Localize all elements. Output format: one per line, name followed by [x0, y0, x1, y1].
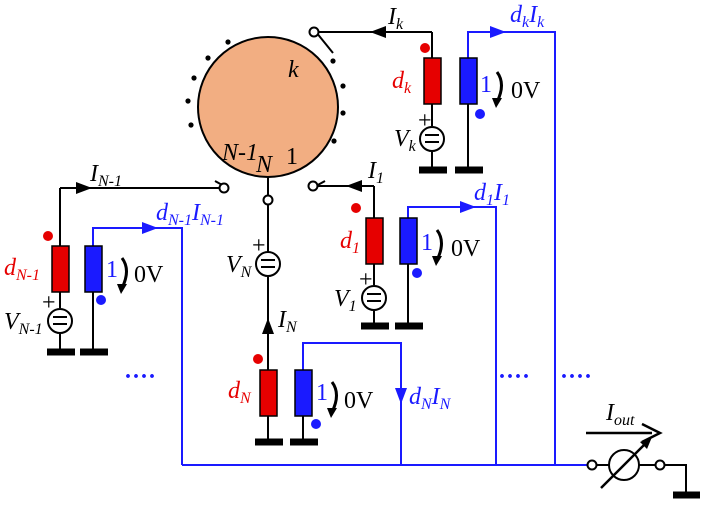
terminal-out-right: [654, 459, 666, 471]
resistor-dN1: [51, 245, 70, 293]
branch-1: [315, 180, 423, 330]
wire-blue-N1: [92, 227, 183, 465]
ellipsis-left: ····: [124, 364, 156, 390]
plus-N1: +: [42, 290, 56, 316]
ground-wire: [664, 464, 687, 495]
source-VN1: [47, 308, 73, 334]
flow-label-dN1IN1: dN-1IN-1: [156, 200, 224, 229]
zero-volt-k: 0V: [511, 78, 541, 104]
volt-arrow-k: [495, 71, 503, 103]
dot-blue-N: [311, 419, 321, 429]
zero-volt-1: 0V: [451, 236, 481, 262]
source-label-VN: VN: [226, 252, 253, 281]
terminal-out-left: [586, 459, 598, 471]
source-label-Vk: Vk: [394, 126, 417, 155]
source-label-V1: V1: [334, 286, 357, 315]
resistor-value-1: 1: [421, 230, 433, 256]
wire-blue-1: [407, 206, 497, 465]
resistor-d1: [365, 217, 384, 265]
resistor-blue-N: [294, 369, 313, 417]
dot-blue-N1: [96, 295, 106, 305]
source-VN: [255, 251, 281, 277]
ellipsis-right-2: ····: [560, 364, 592, 390]
port-label-N1: N-1: [221, 140, 258, 166]
current-label-Iout: Iout: [605, 400, 635, 429]
ammeter-arrow: [600, 441, 648, 489]
terminal-1: [307, 180, 319, 192]
dot-red-k: [420, 43, 430, 53]
dot-blue-1: [412, 268, 422, 278]
zero-volt-N: 0V: [344, 388, 374, 414]
volt-arrow-1: [435, 229, 443, 261]
current-label-I1: I1: [367, 158, 384, 187]
gain-label-dN1: dN-1: [4, 255, 40, 284]
dot-red-N: [253, 354, 263, 364]
zero-volt-N1: 0V: [134, 262, 164, 288]
flow-label-d1I1: d1I1: [474, 180, 510, 209]
current-label-IN1: IN-1: [89, 161, 122, 190]
arrow-dkIk: [490, 26, 506, 38]
gain-label-d1: d1: [340, 228, 360, 257]
gain-label-dN: dN: [228, 378, 252, 407]
dot-red-1: [351, 203, 361, 213]
terminal-N: [262, 194, 274, 206]
resistor-blue-1: [399, 217, 418, 265]
ellipsis-right-1: ····: [498, 364, 530, 390]
resistor-blue-N1: [84, 245, 103, 293]
plus-1: +: [359, 267, 373, 293]
volt-arrow-N: [330, 381, 338, 413]
arrow-Ik: [370, 26, 386, 38]
arrow-dNIN: [395, 388, 407, 404]
source-label-VN1: VN-1: [4, 309, 43, 338]
resistor-value-N1: 1: [106, 257, 118, 283]
source-Vk: [419, 126, 445, 152]
dot-blue-k: [475, 109, 485, 119]
plus-k: +: [418, 108, 432, 134]
arrow-IN1: [76, 182, 92, 194]
flow-label-dkIk: dkIk: [510, 2, 545, 31]
gain-label-dk: dk: [392, 68, 412, 97]
port-dots: [185, 39, 346, 144]
plus-N: +: [252, 233, 266, 259]
arrow-I1: [346, 180, 362, 192]
dot-red-N1: [43, 231, 53, 241]
resistor-value-k: 1: [480, 72, 492, 98]
volt-arrow-N1: [120, 257, 128, 289]
arrow-d1I1: [460, 201, 476, 213]
resistor-dN: [259, 369, 278, 417]
current-label-Ik: Ik: [387, 4, 404, 33]
resistor-dk: [423, 57, 442, 105]
resistor-blue-k: [459, 57, 478, 105]
port-label-k: k: [288, 57, 299, 83]
current-label-IN: IN: [277, 307, 298, 336]
port-label-1: 1: [286, 144, 298, 170]
wire-blue-k: [467, 31, 556, 465]
arrow-dN1IN1: [142, 222, 158, 234]
arrow-IN: [262, 318, 274, 334]
terminal-k: [308, 26, 320, 38]
terminal-N1: [218, 182, 230, 194]
port-label-N: N: [255, 152, 274, 178]
flow-label-dNIN: dNIN: [409, 384, 452, 413]
resistor-value-N: 1: [316, 380, 328, 406]
source-V1: [361, 285, 387, 311]
